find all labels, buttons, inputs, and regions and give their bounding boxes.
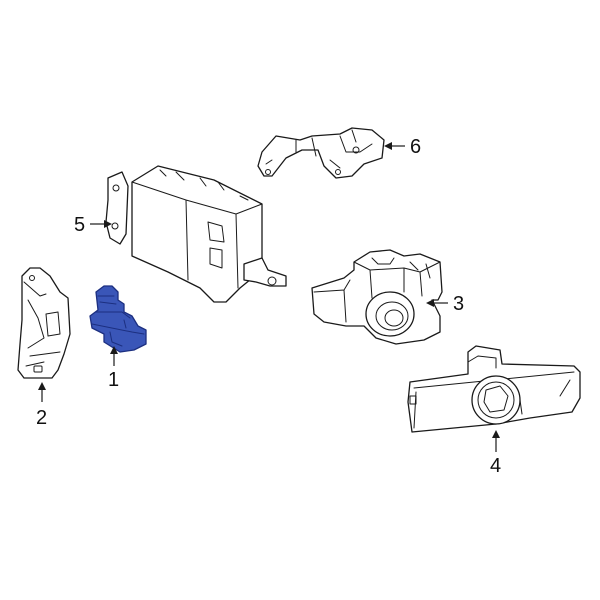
part-2-bracket[interactable]: [17, 267, 71, 379]
part-4-cover[interactable]: [407, 345, 581, 433]
part-1-sensor[interactable]: [89, 285, 147, 353]
callout-1: 1: [108, 369, 119, 391]
callout-3: 3: [453, 293, 464, 315]
part-1-detail: [91, 295, 145, 347]
leader-5: [90, 220, 112, 228]
leader-6: [384, 142, 405, 150]
leader-2: [38, 382, 46, 402]
leader-3: [426, 299, 448, 307]
callout-2: 2: [36, 407, 47, 429]
callout-6: 6: [410, 136, 421, 158]
part-3-sensor-housing[interactable]: [311, 249, 443, 345]
leader-1: [110, 346, 118, 366]
callout-5: 5: [74, 214, 85, 236]
leader-4: [492, 430, 500, 452]
part-5-control-module[interactable]: [105, 165, 287, 303]
part-6-bracket[interactable]: [257, 127, 385, 179]
callout-4: 4: [490, 455, 501, 477]
